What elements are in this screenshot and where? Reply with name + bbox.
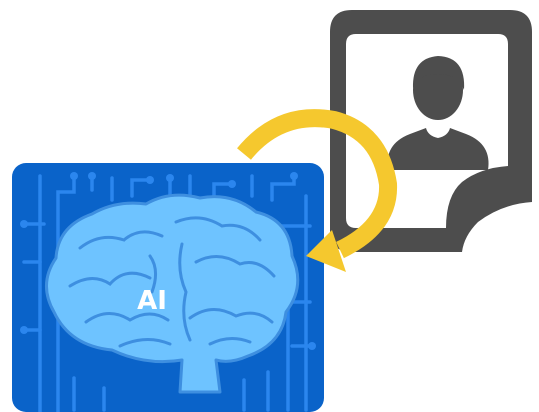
ai-brain-panel: AI <box>12 163 324 412</box>
brain-shape <box>45 193 300 394</box>
arrow-head <box>306 230 346 272</box>
curved-arrow-icon <box>237 109 398 272</box>
arrow-arc <box>237 109 398 259</box>
brain-icon: AI <box>45 193 300 394</box>
person-silhouette-icon <box>387 56 489 170</box>
brain-folds <box>68 216 276 348</box>
ai-label: AI <box>137 286 167 316</box>
